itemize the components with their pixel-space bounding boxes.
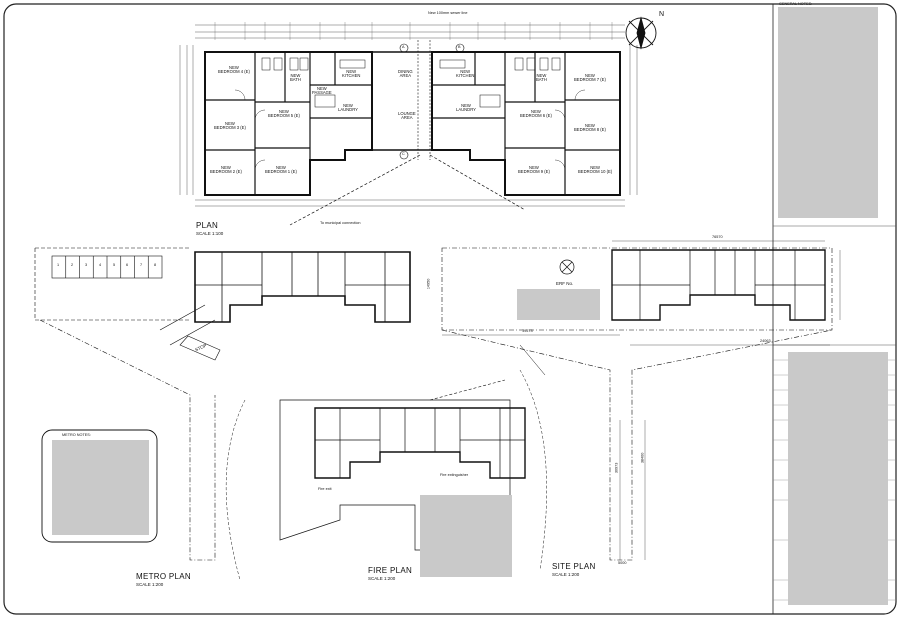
- parking-bay-2: 2: [71, 263, 74, 267]
- svg-text:N: N: [659, 11, 664, 18]
- erf-label: ERF No.: [556, 281, 574, 286]
- site-plan-scale: SCALE 1:200: [552, 572, 580, 577]
- site-dim-top: 76570: [712, 235, 723, 239]
- site-dim-vert-2: 38400: [640, 452, 645, 464]
- fire-exit-note: Fire exit: [318, 487, 332, 491]
- fire-plan: [225, 369, 547, 581]
- site-dim-bottom: 19573: [522, 329, 533, 333]
- section-marker-b: B: [458, 45, 461, 49]
- redacted-general-notes: [778, 7, 878, 218]
- parking-bay-1: 1: [57, 263, 60, 267]
- site-dim-vert-1: 30973: [614, 462, 619, 474]
- parking-bay-6: 6: [126, 263, 129, 267]
- section-marker-a: A: [402, 45, 405, 49]
- parking-bay-3: 3: [85, 263, 88, 267]
- sewer-note-top: New 100mm sewer line: [428, 11, 468, 15]
- general-notes-heading: GENERAL NOTES:: [779, 2, 813, 6]
- site-dim-right: 24063: [760, 339, 771, 343]
- redacted-fire-legend: [420, 495, 512, 577]
- fire-extinguisher-note: Fire extinguisher: [440, 473, 469, 477]
- municipal-connection-note: To municipal connection: [320, 221, 361, 225]
- parking-bay-7: 7: [140, 263, 143, 267]
- section-marker-c: C: [402, 152, 405, 156]
- redacted-title-block: [788, 352, 888, 605]
- site-plan-title: SITE PLAN: [552, 562, 596, 571]
- site-plan: [441, 240, 841, 561]
- metro-plan: [34, 247, 411, 561]
- fire-plan-scale: SCALE 1:200: [368, 576, 396, 581]
- plan-title: PLAN: [196, 221, 219, 230]
- metro-plan-title: METRO PLAN: [136, 572, 192, 581]
- redacted-metro-notes: [52, 440, 149, 535]
- sheet-border: [3, 3, 897, 615]
- fire-plan-title: FIRE PLAN: [368, 566, 413, 575]
- parking-bay-8: 8: [154, 263, 157, 267]
- plan-scale: SCALE 1:100: [196, 231, 224, 236]
- site-dim-small: 5000: [618, 561, 627, 565]
- north-arrow-symbol: [625, 16, 657, 50]
- redacted-erf-info: [517, 289, 600, 320]
- parking-bay-5: 5: [113, 263, 116, 267]
- metro-notes-title: METRO NOTES:: [62, 433, 91, 437]
- site-dim-left: 14950: [426, 278, 431, 290]
- parking-bay-4: 4: [99, 263, 102, 267]
- main-floor-plan: [179, 22, 638, 226]
- metro-plan-scale: SCALE 1:200: [136, 582, 164, 587]
